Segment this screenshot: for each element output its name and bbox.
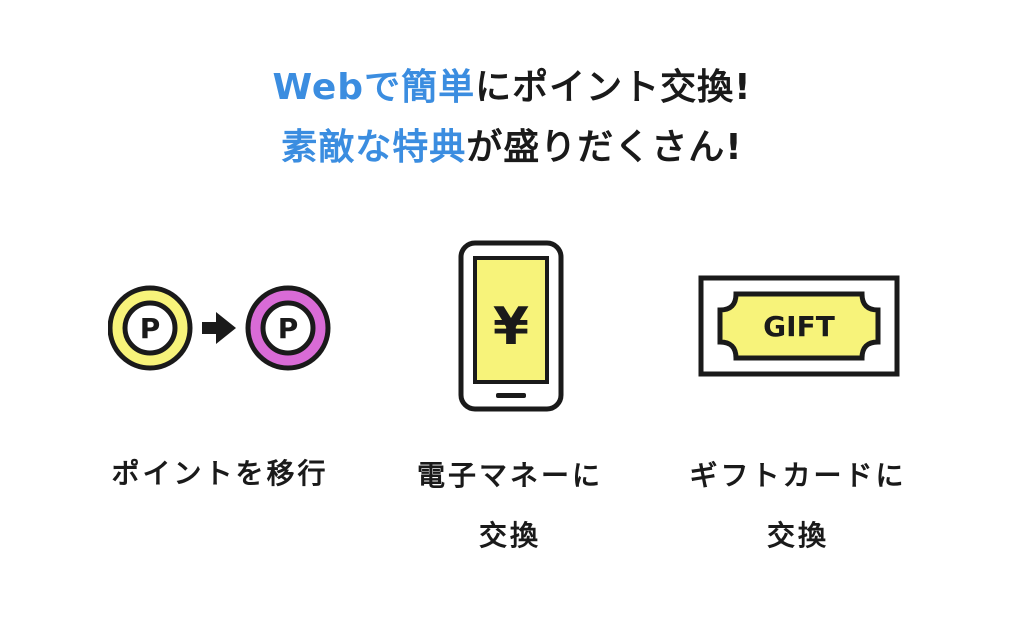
headline-accent-1: Webで簡単 — [272, 67, 476, 108]
headline-rest-2: が盛りだくさん! — [466, 127, 743, 168]
caption-gift-card-line1: ギフトカードに — [689, 459, 907, 492]
arrow-right-icon — [202, 312, 236, 344]
point-transfer-icon: P P — [108, 282, 332, 374]
coin-label: P — [278, 312, 299, 345]
yen-symbol: ¥ — [493, 297, 529, 357]
caption-gift-card: ギフトカードに 交換 — [668, 446, 928, 566]
coin-label: P — [140, 312, 161, 345]
coin-magenta-icon: P — [245, 285, 331, 371]
gift-ticket-icon: GIFT — [698, 275, 900, 377]
caption-e-money: 電子マネーに 交換 — [380, 446, 640, 566]
caption-e-money-line1: 電子マネーに — [416, 459, 603, 492]
headline-rest-1: にポイント交換! — [475, 67, 752, 108]
headline-line-2: 素敵な特典が盛りだくさん! — [0, 126, 1024, 170]
headline-line-1: Webで簡単にポイント交換! — [0, 66, 1024, 110]
gift-label: GIFT — [763, 310, 835, 343]
headline-accent-2: 素敵な特典 — [281, 127, 467, 168]
caption-point-transfer: ポイントを移行 — [111, 457, 329, 490]
coin-yellow-icon: P — [108, 285, 193, 371]
caption-gift-card-line2: 交換 — [766, 519, 829, 552]
caption-e-money-line2: 交換 — [478, 519, 541, 552]
smartphone-yen-icon: ¥ — [458, 240, 564, 414]
